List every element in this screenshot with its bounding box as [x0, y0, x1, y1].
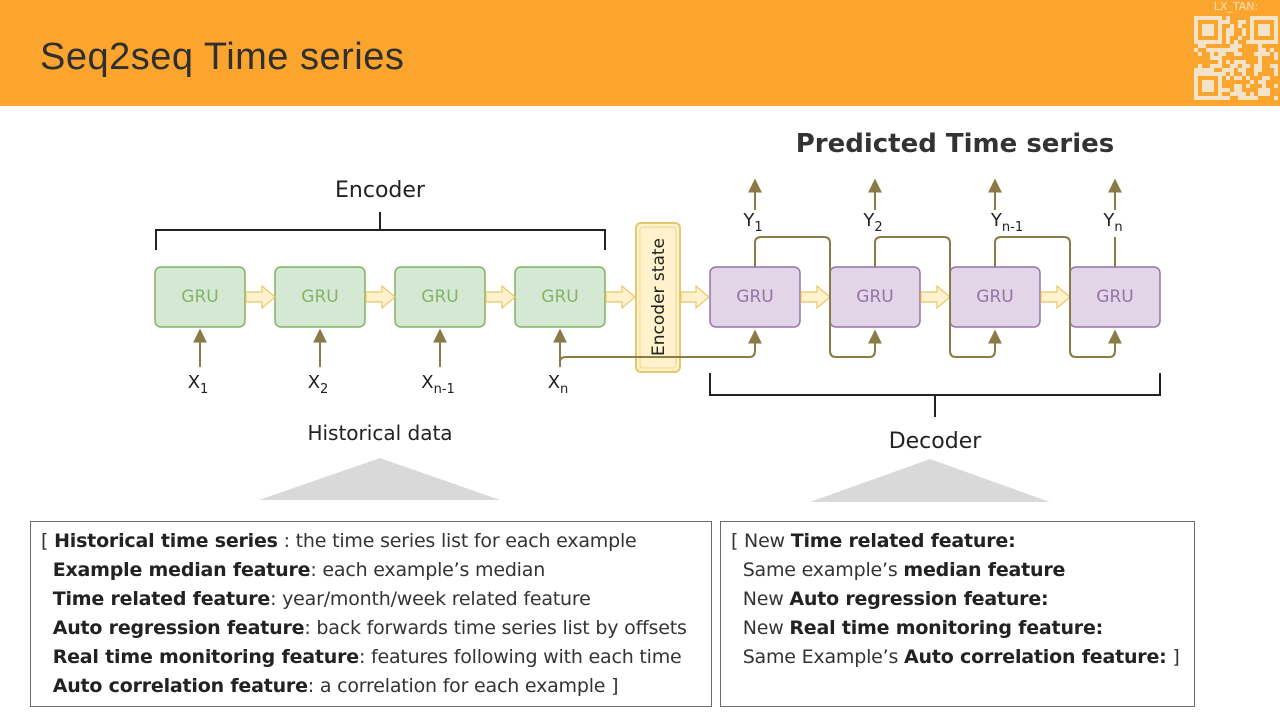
left-line-4: Auto regression feature: back forwards t…	[52, 617, 687, 639]
decoder-bracket	[709, 373, 1161, 417]
right-callout-triangle	[810, 459, 1050, 502]
svg-text:GRU: GRU	[541, 287, 578, 307]
input-label-2: X2	[308, 372, 329, 397]
left-line-6: Auto correlation feature: a correlation …	[52, 675, 619, 697]
svg-text:GRU: GRU	[1096, 287, 1133, 307]
input-label-1: X1	[188, 372, 209, 397]
left-line-1: [ Historical time series : the time seri…	[41, 530, 637, 552]
decoder-gru-3: GRU	[949, 266, 1041, 328]
historical-data-label: Historical data	[307, 421, 452, 445]
decoder-gru-2: GRU	[829, 266, 921, 328]
svg-text:GRU: GRU	[421, 287, 458, 307]
encoder-gru-2: GRU	[274, 266, 366, 328]
right-line-4: New Real time monitoring feature:	[742, 617, 1104, 639]
right-line-5: Same Example’s Auto correlation feature:…	[742, 646, 1180, 668]
seq2seq-diagram: Predicted Time series Encoder Decoder Hi…	[154, 129, 1161, 502]
svg-text:GRU: GRU	[181, 287, 218, 307]
feedback-arrows	[754, 236, 1122, 358]
svg-text:GRU: GRU	[736, 287, 773, 307]
encoder-bracket	[155, 212, 606, 250]
encoder-gru-1: GRU	[154, 266, 246, 328]
encoder-state-box: Encoder state	[635, 222, 681, 373]
output-label-1: Y1	[742, 210, 762, 235]
qr-code: LX_TAN:	[1192, 0, 1280, 106]
right-line-2: Same example’s median feature	[742, 559, 1066, 581]
decoder-gru-1: GRU	[709, 266, 801, 328]
right-line-3: New Auto regression feature:	[742, 588, 1049, 610]
decoder-features-box: [ New Time related feature: Same example…	[720, 521, 1195, 707]
svg-text:GRU: GRU	[976, 287, 1013, 307]
qr-label: LX_TAN:	[1213, 0, 1259, 13]
decoder-label: Decoder	[889, 429, 983, 454]
input-label-4: Xn	[548, 372, 569, 397]
page-title: Seq2seq Time series	[40, 36, 405, 78]
encoder-gru-4: GRU	[514, 266, 606, 328]
decoder-gru-4: GRU	[1069, 266, 1161, 328]
historical-features-box: [ Historical time series : the time seri…	[30, 521, 712, 707]
header-bar: Seq2seq Time series LX_TAN:	[0, 0, 1280, 106]
left-line-2: Example median feature: each example’s m…	[52, 559, 546, 581]
output-label-4: Yn	[1102, 210, 1122, 235]
output-label-2: Y2	[862, 210, 882, 235]
qr-code-icon	[1194, 16, 1278, 100]
encoder-gru-3: GRU	[394, 266, 486, 328]
input-label-3: Xn-1	[421, 372, 455, 397]
left-line-3: Time related feature: year/month/week re…	[52, 588, 591, 610]
input-arrows	[193, 328, 762, 367]
svg-text:GRU: GRU	[856, 287, 893, 307]
left-callout-triangle	[259, 458, 500, 500]
diagram-title: Predicted Time series	[796, 129, 1115, 159]
output-label-3: Yn-1	[990, 210, 1023, 235]
encoder-label: Encoder	[335, 178, 426, 203]
svg-text:GRU: GRU	[301, 287, 338, 307]
right-line-1: [ New Time related feature:	[731, 530, 1016, 552]
svg-text:Encoder state: Encoder state	[649, 238, 669, 356]
left-line-5: Real time monitoring feature: features f…	[52, 646, 682, 668]
output-arrows	[748, 178, 1122, 267]
block-arrows	[245, 284, 1071, 310]
